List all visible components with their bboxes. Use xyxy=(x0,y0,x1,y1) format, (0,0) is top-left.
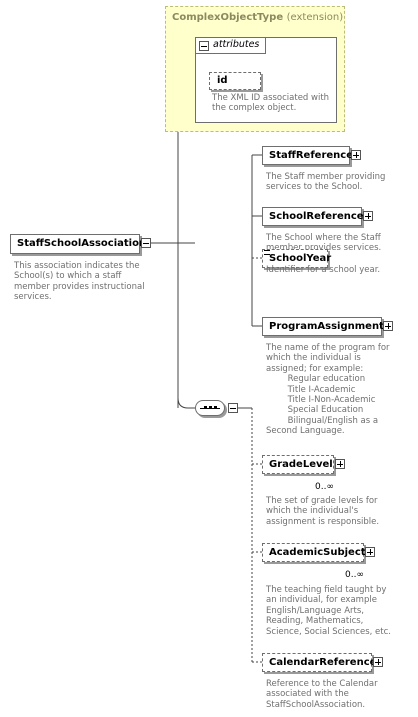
expand-plus-icon[interactable] xyxy=(351,150,361,160)
element-program-assignment[interactable]: ProgramAssignment xyxy=(262,317,384,336)
root-element-name: StaffSchoolAssociation xyxy=(17,238,147,249)
element-description: The School where the Staff member provid… xyxy=(266,233,382,254)
element-description: The set of grade levels for which the in… xyxy=(266,496,380,527)
attributes-header: attributes xyxy=(196,38,266,54)
element-school-reference[interactable]: SchoolReference xyxy=(262,207,364,226)
element-description: The teaching field taught by an individu… xyxy=(266,585,391,637)
extension-kind: (extension) xyxy=(286,12,344,23)
extension-panel: ComplexObjectType (extension) attributes… xyxy=(165,6,345,132)
attributes-collapse-icon[interactable] xyxy=(199,41,209,51)
sequence-compositor-icon[interactable] xyxy=(195,400,225,416)
root-description: This association indicates the School(s)… xyxy=(14,261,145,303)
element-cardinality: 0..∞ xyxy=(315,482,334,492)
attribute-id-box[interactable]: id xyxy=(209,72,261,90)
expand-plus-icon[interactable] xyxy=(373,657,383,667)
attribute-id-description: The XML ID associated with the complex o… xyxy=(212,93,330,114)
element-name: AcademicSubject xyxy=(269,547,366,558)
element-school-year[interactable]: SchoolYear xyxy=(262,249,332,268)
expand-plus-icon[interactable] xyxy=(363,211,373,221)
element-name: GradeLevel xyxy=(269,459,333,470)
element-description: Reference to the Calendar associated wit… xyxy=(266,679,378,710)
expand-plus-icon[interactable] xyxy=(383,321,393,331)
root-collapse-icon[interactable] xyxy=(141,238,151,248)
element-description: The name of the program for which the in… xyxy=(266,343,390,437)
attribute-id-name: id xyxy=(217,75,228,86)
attributes-group: attributes id The XML ID associated with… xyxy=(195,37,337,123)
element-name: SchoolYear xyxy=(269,253,332,264)
element-name: CalendarReference xyxy=(269,657,377,668)
element-name: ProgramAssignment xyxy=(269,321,384,332)
expand-plus-icon[interactable] xyxy=(365,547,375,557)
element-staff-reference[interactable]: StaffReference xyxy=(262,146,353,165)
element-description: The Staff member providing services to t… xyxy=(266,172,386,193)
element-calendar-reference[interactable]: CalendarReference xyxy=(262,653,376,672)
extension-type-name: ComplexObjectType xyxy=(172,12,284,23)
element-name: SchoolReference xyxy=(269,211,364,222)
simple-type-icon xyxy=(264,250,270,255)
sequence-dot-icon xyxy=(209,406,212,409)
sequence-collapse-icon[interactable] xyxy=(228,403,238,413)
root-element-box[interactable]: StaffSchoolAssociation xyxy=(10,234,146,254)
sequence-dot-icon xyxy=(204,406,207,409)
element-cardinality: 0..∞ xyxy=(345,570,364,580)
element-name: StaffReference xyxy=(269,150,353,161)
expand-plus-icon[interactable] xyxy=(335,459,345,469)
element-description: Identifier for a school year. xyxy=(266,265,381,275)
element-academic-subject[interactable]: AcademicSubject xyxy=(262,543,366,562)
element-grade-level[interactable]: GradeLevel xyxy=(262,455,334,474)
attributes-label: attributes xyxy=(213,39,260,50)
sequence-dot-icon xyxy=(214,406,217,409)
extension-title: ComplexObjectType (extension) xyxy=(172,12,343,23)
